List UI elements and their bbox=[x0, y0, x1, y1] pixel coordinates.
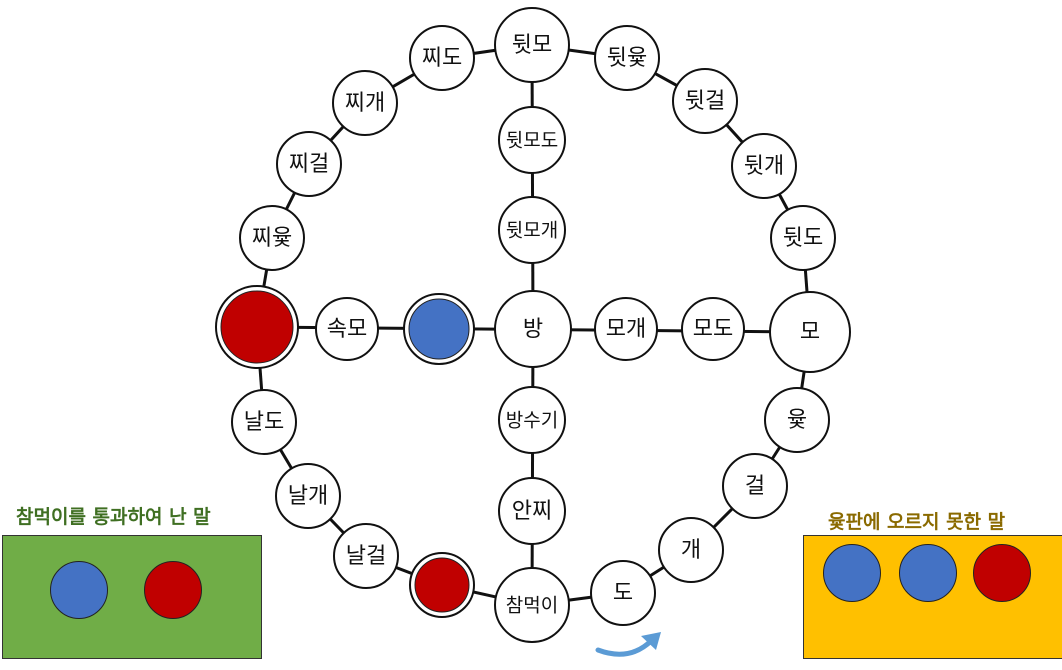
station-circle bbox=[658, 517, 724, 583]
station-circle bbox=[231, 389, 297, 455]
station-outer-18[interactable]: 걸 bbox=[722, 453, 788, 519]
waiting-piece-blue-2[interactable] bbox=[899, 544, 957, 602]
station-circle bbox=[494, 567, 570, 643]
board-piece-red[interactable] bbox=[414, 557, 470, 613]
start-direction-arrow-head bbox=[641, 632, 661, 650]
station-outer-17[interactable]: 개 bbox=[658, 517, 724, 583]
station-outer-7[interactable]: 찌개 bbox=[332, 70, 398, 136]
station-circle bbox=[498, 196, 566, 264]
passed-piece-red[interactable] bbox=[144, 561, 202, 619]
station-label: 찌윷 bbox=[252, 226, 292, 251]
station-outer-10[interactable] bbox=[215, 285, 299, 369]
station-outer-4[interactable]: 뒷윷 bbox=[594, 25, 660, 91]
station-label: 참먹이 bbox=[506, 595, 558, 617]
station-outer-19[interactable]: 윷 bbox=[764, 387, 830, 453]
station-outer-6[interactable]: 찌도 bbox=[409, 25, 475, 91]
station-outer-8[interactable]: 찌걸 bbox=[276, 131, 342, 197]
station-label: 뒷모도 bbox=[506, 130, 558, 152]
station-circle bbox=[731, 133, 797, 199]
station-bottom-1[interactable]: 안찌 bbox=[498, 477, 566, 545]
station-circle bbox=[672, 68, 738, 134]
station-circle bbox=[315, 297, 379, 361]
station-label: 뒷모 bbox=[512, 33, 552, 58]
station-label: 날도 bbox=[244, 410, 284, 435]
station-outer-11[interactable]: 날도 bbox=[231, 389, 297, 455]
station-circle bbox=[498, 386, 566, 454]
station-label: 뒷걸 bbox=[685, 89, 725, 114]
waiting-pieces-title: 윷판에 오르지 못한 말 bbox=[828, 511, 1006, 533]
station-outer-14[interactable] bbox=[409, 552, 475, 618]
station-circle bbox=[722, 453, 788, 519]
station-outer-2[interactable]: 뒷개 bbox=[731, 133, 797, 199]
station-label: 속모 bbox=[327, 317, 367, 342]
station-circle bbox=[498, 106, 566, 174]
station-top-1[interactable]: 뒷모개 bbox=[498, 196, 566, 264]
station-label: 뒷개 bbox=[744, 154, 784, 179]
station-circle bbox=[594, 25, 660, 91]
passed-pieces-title: 참먹이를 통과하여 난 말 bbox=[16, 506, 211, 528]
station-label: 방 bbox=[523, 317, 543, 342]
passed-pieces-panel bbox=[2, 535, 262, 659]
station-circle bbox=[764, 387, 830, 453]
station-circle bbox=[494, 290, 572, 368]
station-center[interactable]: 방 bbox=[494, 290, 572, 368]
station-circle bbox=[681, 297, 745, 361]
station-label: 날개 bbox=[288, 484, 328, 509]
station-right-0[interactable]: 모개 bbox=[594, 297, 658, 361]
station-label: 모 bbox=[800, 320, 820, 345]
station-circle bbox=[333, 523, 399, 589]
station-label: 개 bbox=[681, 538, 701, 563]
station-circle bbox=[276, 131, 342, 197]
station-label: 찌도 bbox=[422, 46, 462, 71]
station-outer-16[interactable]: 도 bbox=[590, 560, 656, 626]
station-label: 방수기 bbox=[506, 410, 558, 432]
station-label: 걸 bbox=[745, 474, 765, 499]
station-left-1[interactable] bbox=[403, 293, 475, 365]
station-label: 뒷모개 bbox=[506, 220, 558, 242]
waiting-piece-blue-1[interactable] bbox=[823, 544, 881, 602]
station-label: 모개 bbox=[606, 317, 646, 342]
vertical-path-segment bbox=[530, 328, 535, 606]
station-outer-5[interactable]: 뒷모 bbox=[494, 7, 570, 83]
start-direction-arrow bbox=[595, 637, 655, 657]
station-circle bbox=[275, 463, 341, 529]
station-circle bbox=[498, 477, 566, 545]
station-label: 찌개 bbox=[345, 91, 385, 116]
station-outer-9[interactable]: 찌윷 bbox=[239, 205, 305, 271]
waiting-piece-red[interactable] bbox=[973, 544, 1031, 602]
passed-piece-blue[interactable] bbox=[50, 561, 108, 619]
station-circle bbox=[494, 7, 570, 83]
station-outer-13[interactable]: 날걸 bbox=[333, 523, 399, 589]
board-piece-blue[interactable] bbox=[408, 298, 470, 360]
vertical-path-segment bbox=[530, 44, 535, 330]
station-label: 날걸 bbox=[346, 544, 386, 569]
station-outer-12[interactable]: 날개 bbox=[275, 463, 341, 529]
station-label: 윷 bbox=[787, 408, 807, 433]
station-top-0[interactable]: 뒷모도 bbox=[498, 106, 566, 174]
station-outer-1[interactable]: 뒷도 bbox=[770, 205, 836, 271]
station-left-0[interactable]: 속모 bbox=[315, 297, 379, 361]
station-outer-3[interactable]: 뒷걸 bbox=[672, 68, 738, 134]
board-piece-red[interactable] bbox=[220, 290, 294, 364]
station-circle bbox=[239, 205, 305, 271]
station-label: 뒷윷 bbox=[607, 46, 647, 71]
station-label: 모도 bbox=[693, 317, 733, 342]
station-circle bbox=[409, 25, 475, 91]
station-bottom-0[interactable]: 방수기 bbox=[498, 386, 566, 454]
station-outer-15[interactable]: 참먹이 bbox=[494, 567, 570, 643]
station-circle bbox=[769, 291, 851, 373]
station-right-1[interactable]: 모도 bbox=[681, 297, 745, 361]
station-label: 찌걸 bbox=[289, 152, 329, 177]
station-circle bbox=[332, 70, 398, 136]
station-circle bbox=[770, 205, 836, 271]
station-label: 안찌 bbox=[512, 499, 552, 524]
station-circle bbox=[594, 297, 658, 361]
station-outer-0[interactable]: 모 bbox=[769, 291, 851, 373]
station-label: 도 bbox=[613, 581, 633, 606]
station-label: 뒷도 bbox=[783, 226, 823, 251]
waiting-pieces-panel bbox=[803, 535, 1062, 659]
station-circle bbox=[590, 560, 656, 626]
